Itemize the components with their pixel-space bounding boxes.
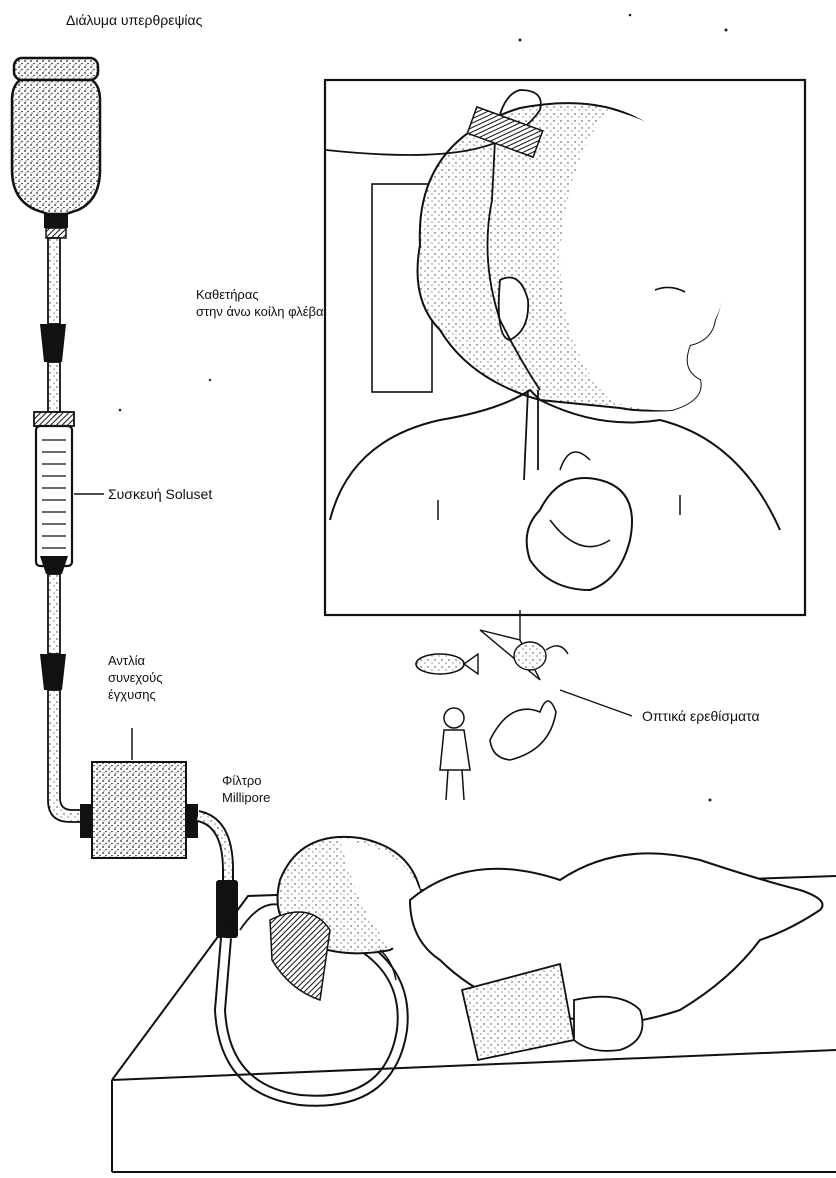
label-soluset-text: Συσκευή Soluset [108, 486, 212, 503]
label-catheter-line1: Καθετήρας [196, 286, 324, 303]
label-pump-line1: Αντλία [108, 652, 163, 669]
label-catheter-line2: στην άνω κοίλη φλέβα [196, 303, 324, 320]
solution-bottle [12, 58, 100, 238]
infusion-pump [80, 728, 198, 858]
label-catheter: Καθετήρας στην άνω κοίλη φλέβα [196, 286, 324, 320]
label-filter: Φίλτρο Millipore [222, 772, 270, 806]
label-solution: Διάλυμα υπερθρεψίας [66, 12, 202, 29]
lower-tubing [40, 574, 92, 822]
label-visual-stimuli: Οπτικά ερεθίσματα [642, 708, 760, 725]
label-pump-line2: συνεχούς [108, 669, 163, 686]
inset-catheter-view [325, 80, 805, 615]
infant [240, 837, 823, 1060]
label-soluset: Συσκευή Soluset [108, 486, 212, 503]
upper-tubing [40, 238, 66, 412]
label-pump-line3: έγχυσης [108, 686, 163, 703]
label-filter-line2: Millipore [222, 789, 270, 806]
mobile-toys [416, 610, 632, 800]
label-pump: Αντλία συνεχούς έγχυσης [108, 652, 163, 703]
label-filter-line1: Φίλτρο [222, 772, 270, 789]
label-visual-stimuli-text: Οπτικά ερεθίσματα [642, 708, 760, 725]
label-solution-text: Διάλυμα υπερθρεψίας [66, 12, 202, 29]
soluset-chamber [34, 412, 104, 574]
